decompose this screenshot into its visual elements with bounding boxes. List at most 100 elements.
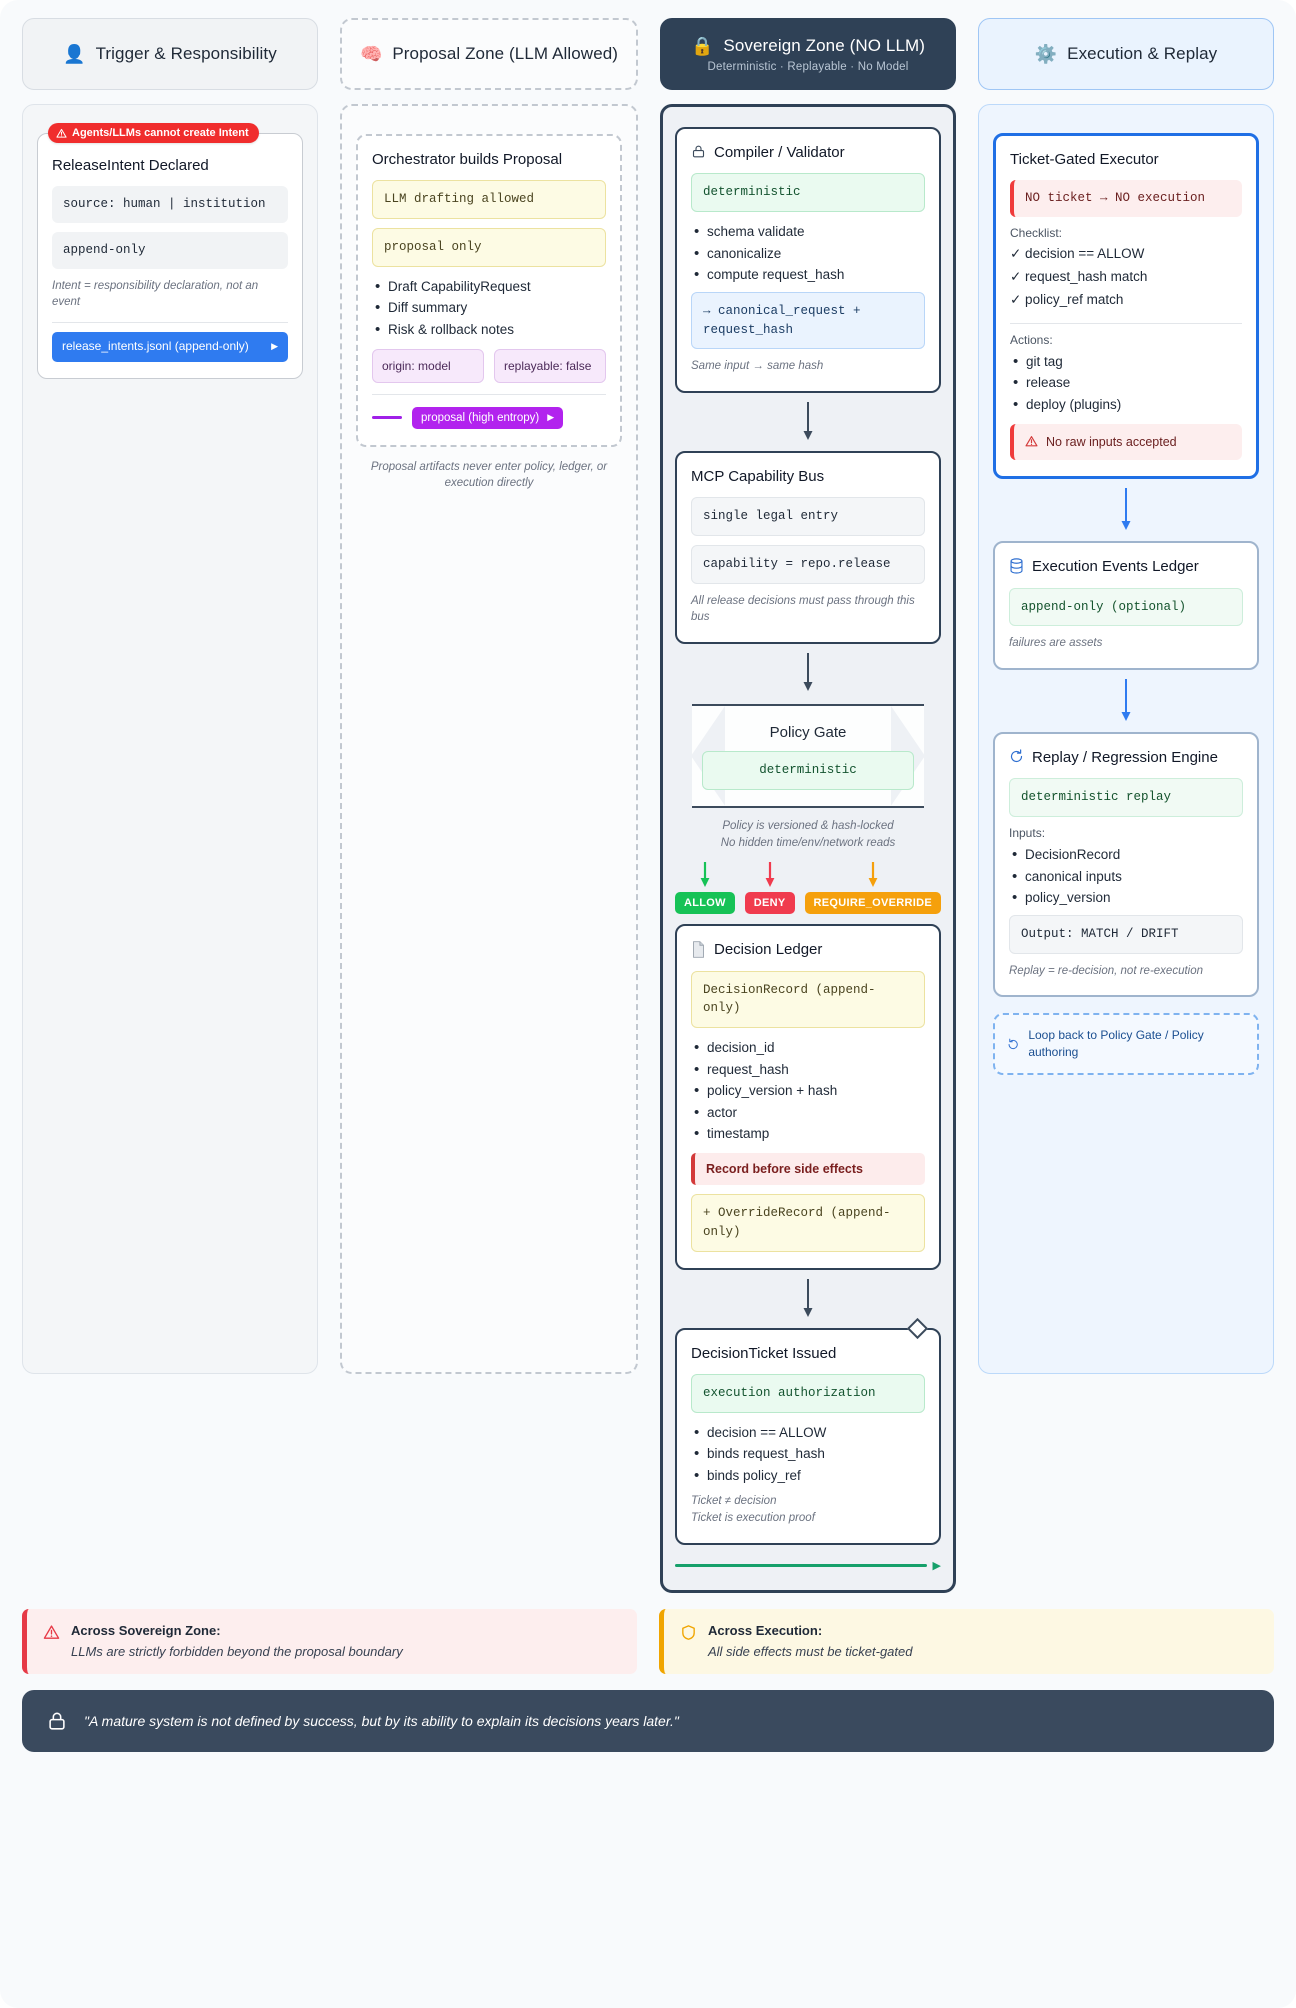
decision-allow-label: ALLOW	[674, 892, 735, 915]
card-title-decision-ledger: Decision Ledger	[691, 940, 925, 960]
file-bar-label: release_intents.jsonl (append-only)	[62, 339, 249, 354]
checklist-item: ✓ request_hash match	[1010, 268, 1148, 284]
zone-header-proposal-title: Proposal Zone (LLM Allowed)	[392, 44, 619, 63]
card-title-compiler-label: Compiler / Validator	[714, 144, 845, 161]
warning-no-raw-inputs: No raw inputs accepted	[1010, 423, 1242, 461]
zone-header-sovereign[interactable]: 🔒 Sovereign Zone (NO LLM) Deterministic …	[660, 18, 956, 90]
decision-allow[interactable]: ALLOW	[674, 862, 735, 915]
card-orchestrator-proposal[interactable]: Orchestrator builds Proposal LLM draftin…	[356, 134, 622, 447]
warning-icon	[1025, 436, 1038, 447]
arrow-compiler-to-bus	[675, 393, 941, 451]
card-title-executor: Ticket-Gated Executor	[1010, 151, 1159, 168]
card-title-events-ledger-label: Execution Events Ledger	[1032, 558, 1199, 576]
code-replay-output: Output: MATCH / DRIFT	[1009, 914, 1243, 954]
list-item: Diff summary	[372, 296, 606, 320]
checklist-item: ✓ decision == ALLOW	[1010, 246, 1145, 261]
callout-title: Across Sovereign Zone:	[71, 1622, 221, 1638]
tag-proposal-only: proposal only	[372, 228, 606, 267]
loop-back-policy-gate[interactable]: Loop back to Policy Gate / Policy author…	[993, 1013, 1259, 1075]
status-badge-no-agent-intent: Agents/LLMs cannot create Intent	[48, 123, 259, 143]
code-bus-entry: single legal entry	[691, 497, 925, 536]
flow-tag-label: proposal (high entropy)	[421, 411, 540, 424]
column-trigger: Agents/LLMs cannot create Intent Release…	[22, 104, 318, 1374]
lock-outline-icon	[691, 144, 706, 159]
callout-title: Across Execution:	[708, 1622, 823, 1638]
zone-header-trigger[interactable]: 👤 Trigger & Responsibility	[22, 18, 318, 90]
card-decision-ledger[interactable]: Decision Ledger DecisionRecord (append-o…	[675, 924, 941, 1270]
note-bus: All release decisions must pass through …	[691, 594, 915, 624]
card-replay-regression-engine[interactable]: Replay / Regression Engine deterministic…	[993, 732, 1259, 998]
card-execution-events-ledger[interactable]: Execution Events Ledger append-only (opt…	[993, 541, 1259, 671]
card-title-orchestrator: Orchestrator builds Proposal	[372, 151, 563, 168]
flow-line	[372, 416, 402, 420]
decision-require-override[interactable]: REQUIRE_OVERRIDE	[804, 862, 942, 915]
arrow-executor-to-events	[993, 479, 1259, 541]
code-gate-deterministic: deterministic	[702, 751, 914, 790]
list-item: release	[1010, 371, 1242, 395]
list-decision-fields: decision_id request_hash policy_version …	[691, 1036, 925, 1146]
card-release-intent[interactable]: Agents/LLMs cannot create Intent Release…	[37, 123, 303, 379]
arrow-down-icon	[700, 862, 710, 888]
gear-icon: ⚙️	[1034, 44, 1058, 64]
brain-icon: 🧠	[359, 44, 383, 64]
code-override-record: + OverrideRecord (append-only)	[691, 1194, 925, 1252]
arrow-ledger-to-ticket	[675, 1270, 941, 1328]
card-title-replay-label: Replay / Regression Engine	[1032, 749, 1218, 767]
list-item: decision == ALLOW	[691, 1421, 925, 1445]
lock-icon: 🔒	[690, 35, 714, 56]
card-title-bus: MCP Capability Bus	[691, 467, 825, 485]
callout-across-execution: Across Execution: All side effects must …	[659, 1608, 1274, 1674]
card-decision-ticket[interactable]: DecisionTicket Issued execution authoriz…	[675, 1317, 941, 1545]
note-intent-definition: Intent = responsibility declaration, not…	[52, 279, 259, 309]
zone-header-proposal[interactable]: 🧠 Proposal Zone (LLM Allowed)	[340, 18, 638, 90]
pill-row-proposal-meta: origin: model replayable: false	[372, 348, 606, 383]
zone-header-row: 👤 Trigger & Responsibility 🧠 Proposal Zo…	[22, 18, 1274, 90]
decision-deny[interactable]: DENY	[744, 862, 795, 915]
list-item: binds request_hash	[691, 1442, 925, 1466]
callout-body: All side effects must be ticket-gated	[708, 1643, 913, 1659]
policy-gate[interactable]: Policy Gate deterministic	[692, 704, 924, 808]
code-deterministic-replay: deterministic replay	[1009, 778, 1243, 818]
callout-across-sovereign-zone: Across Sovereign Zone: LLMs are strictly…	[22, 1608, 637, 1674]
list-item: decision_id	[691, 1036, 925, 1060]
label-replay-inputs: Inputs:	[1009, 826, 1046, 841]
code-decision-record: DecisionRecord (append-only)	[691, 970, 925, 1029]
play-triangle-icon: ▶	[547, 412, 555, 423]
pill-replayable: replayable: false	[494, 348, 606, 383]
flow-proposal-entropy: proposal (high entropy) ▶	[372, 406, 606, 429]
list-item: policy_version	[1009, 886, 1243, 910]
zone-header-sovereign-subtitle: Deterministic · Replayable · No Model	[707, 60, 909, 73]
note-replay: Replay = re-decision, not re-execution	[1009, 964, 1204, 977]
person-icon: 👤	[63, 44, 86, 64]
card-mcp-capability-bus[interactable]: MCP Capability Bus single legal entry ca…	[675, 450, 941, 645]
zone-header-execution[interactable]: ⚙️ Execution & Replay	[978, 18, 1274, 90]
card-ticket-gated-executor[interactable]: Ticket-Gated Executor NO ticket → NO exe…	[993, 133, 1259, 480]
warning-no-raw-inputs-label: No raw inputs accepted	[1046, 434, 1177, 449]
pill-origin: origin: model	[372, 348, 484, 383]
refresh-icon	[1009, 749, 1024, 764]
card-compiler-validator[interactable]: Compiler / Validator deterministic schem…	[675, 127, 941, 393]
column-proposal: Orchestrator builds Proposal LLM draftin…	[340, 104, 638, 1374]
zone-header-sovereign-title: Sovereign Zone (NO LLM)	[723, 35, 926, 55]
decision-deny-label: DENY	[744, 892, 795, 915]
play-triangle-icon: ▶	[271, 341, 278, 352]
lock-outline-icon	[49, 1712, 65, 1730]
list-item: Draft CapabilityRequest	[372, 275, 606, 299]
note-ticket-line1: Ticket ≠ decision	[691, 1495, 777, 1508]
emphasis-record-before-side-effects: Record before side effects	[691, 1153, 925, 1186]
footer-callouts: Across Sovereign Zone: LLMs are strictly…	[22, 1608, 1274, 1674]
list-item: schema validate	[691, 220, 925, 244]
policy-gate-title: Policy Gate	[769, 724, 847, 742]
list-item: DecisionRecord	[1009, 843, 1243, 867]
note-policy-gate-line2: No hidden time/env/network reads	[720, 837, 896, 850]
list-proposal-artifacts: Draft CapabilityRequest Diff summary Ris…	[372, 275, 606, 342]
card-title-compiler: Compiler / Validator	[691, 143, 925, 163]
file-bar-release-intents[interactable]: release_intents.jsonl (append-only) ▶	[52, 332, 288, 362]
code-compiler-output: → canonical_request + request_hash	[691, 291, 925, 350]
arrow-events-to-replay	[993, 670, 1259, 732]
code-events-append-only: append-only (optional)	[1009, 587, 1243, 627]
list-item: policy_version + hash	[691, 1079, 925, 1103]
loop-back-label: Loop back to Policy Gate / Policy author…	[1028, 1028, 1204, 1060]
flow-tag-proposal[interactable]: proposal (high entropy) ▶	[412, 406, 564, 429]
list-item: Risk & rollback notes	[372, 318, 606, 342]
